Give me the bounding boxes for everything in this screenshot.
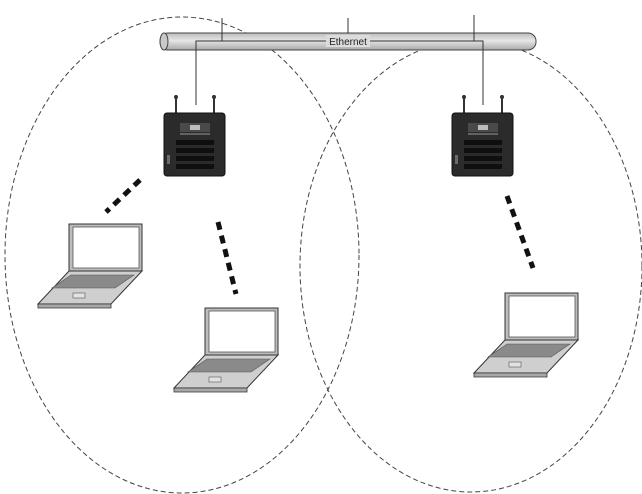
ethernet-label-bg (326, 35, 370, 47)
laptop-right (472, 292, 580, 378)
access-point-right (451, 95, 514, 177)
wireless-link-left-top (104, 178, 142, 214)
ethernet-bus: Ethernet (159, 15, 537, 105)
ethernet-label: Ethernet (329, 37, 367, 48)
access-point-left (163, 95, 226, 177)
wireless-link-right (504, 195, 536, 269)
wireless-link-left-bottom (215, 221, 239, 295)
laptop-left-top (36, 223, 144, 309)
laptop-left-bottom (172, 307, 280, 393)
coverage-cell-left (4, 16, 360, 494)
coverage-cell-right (299, 39, 642, 493)
